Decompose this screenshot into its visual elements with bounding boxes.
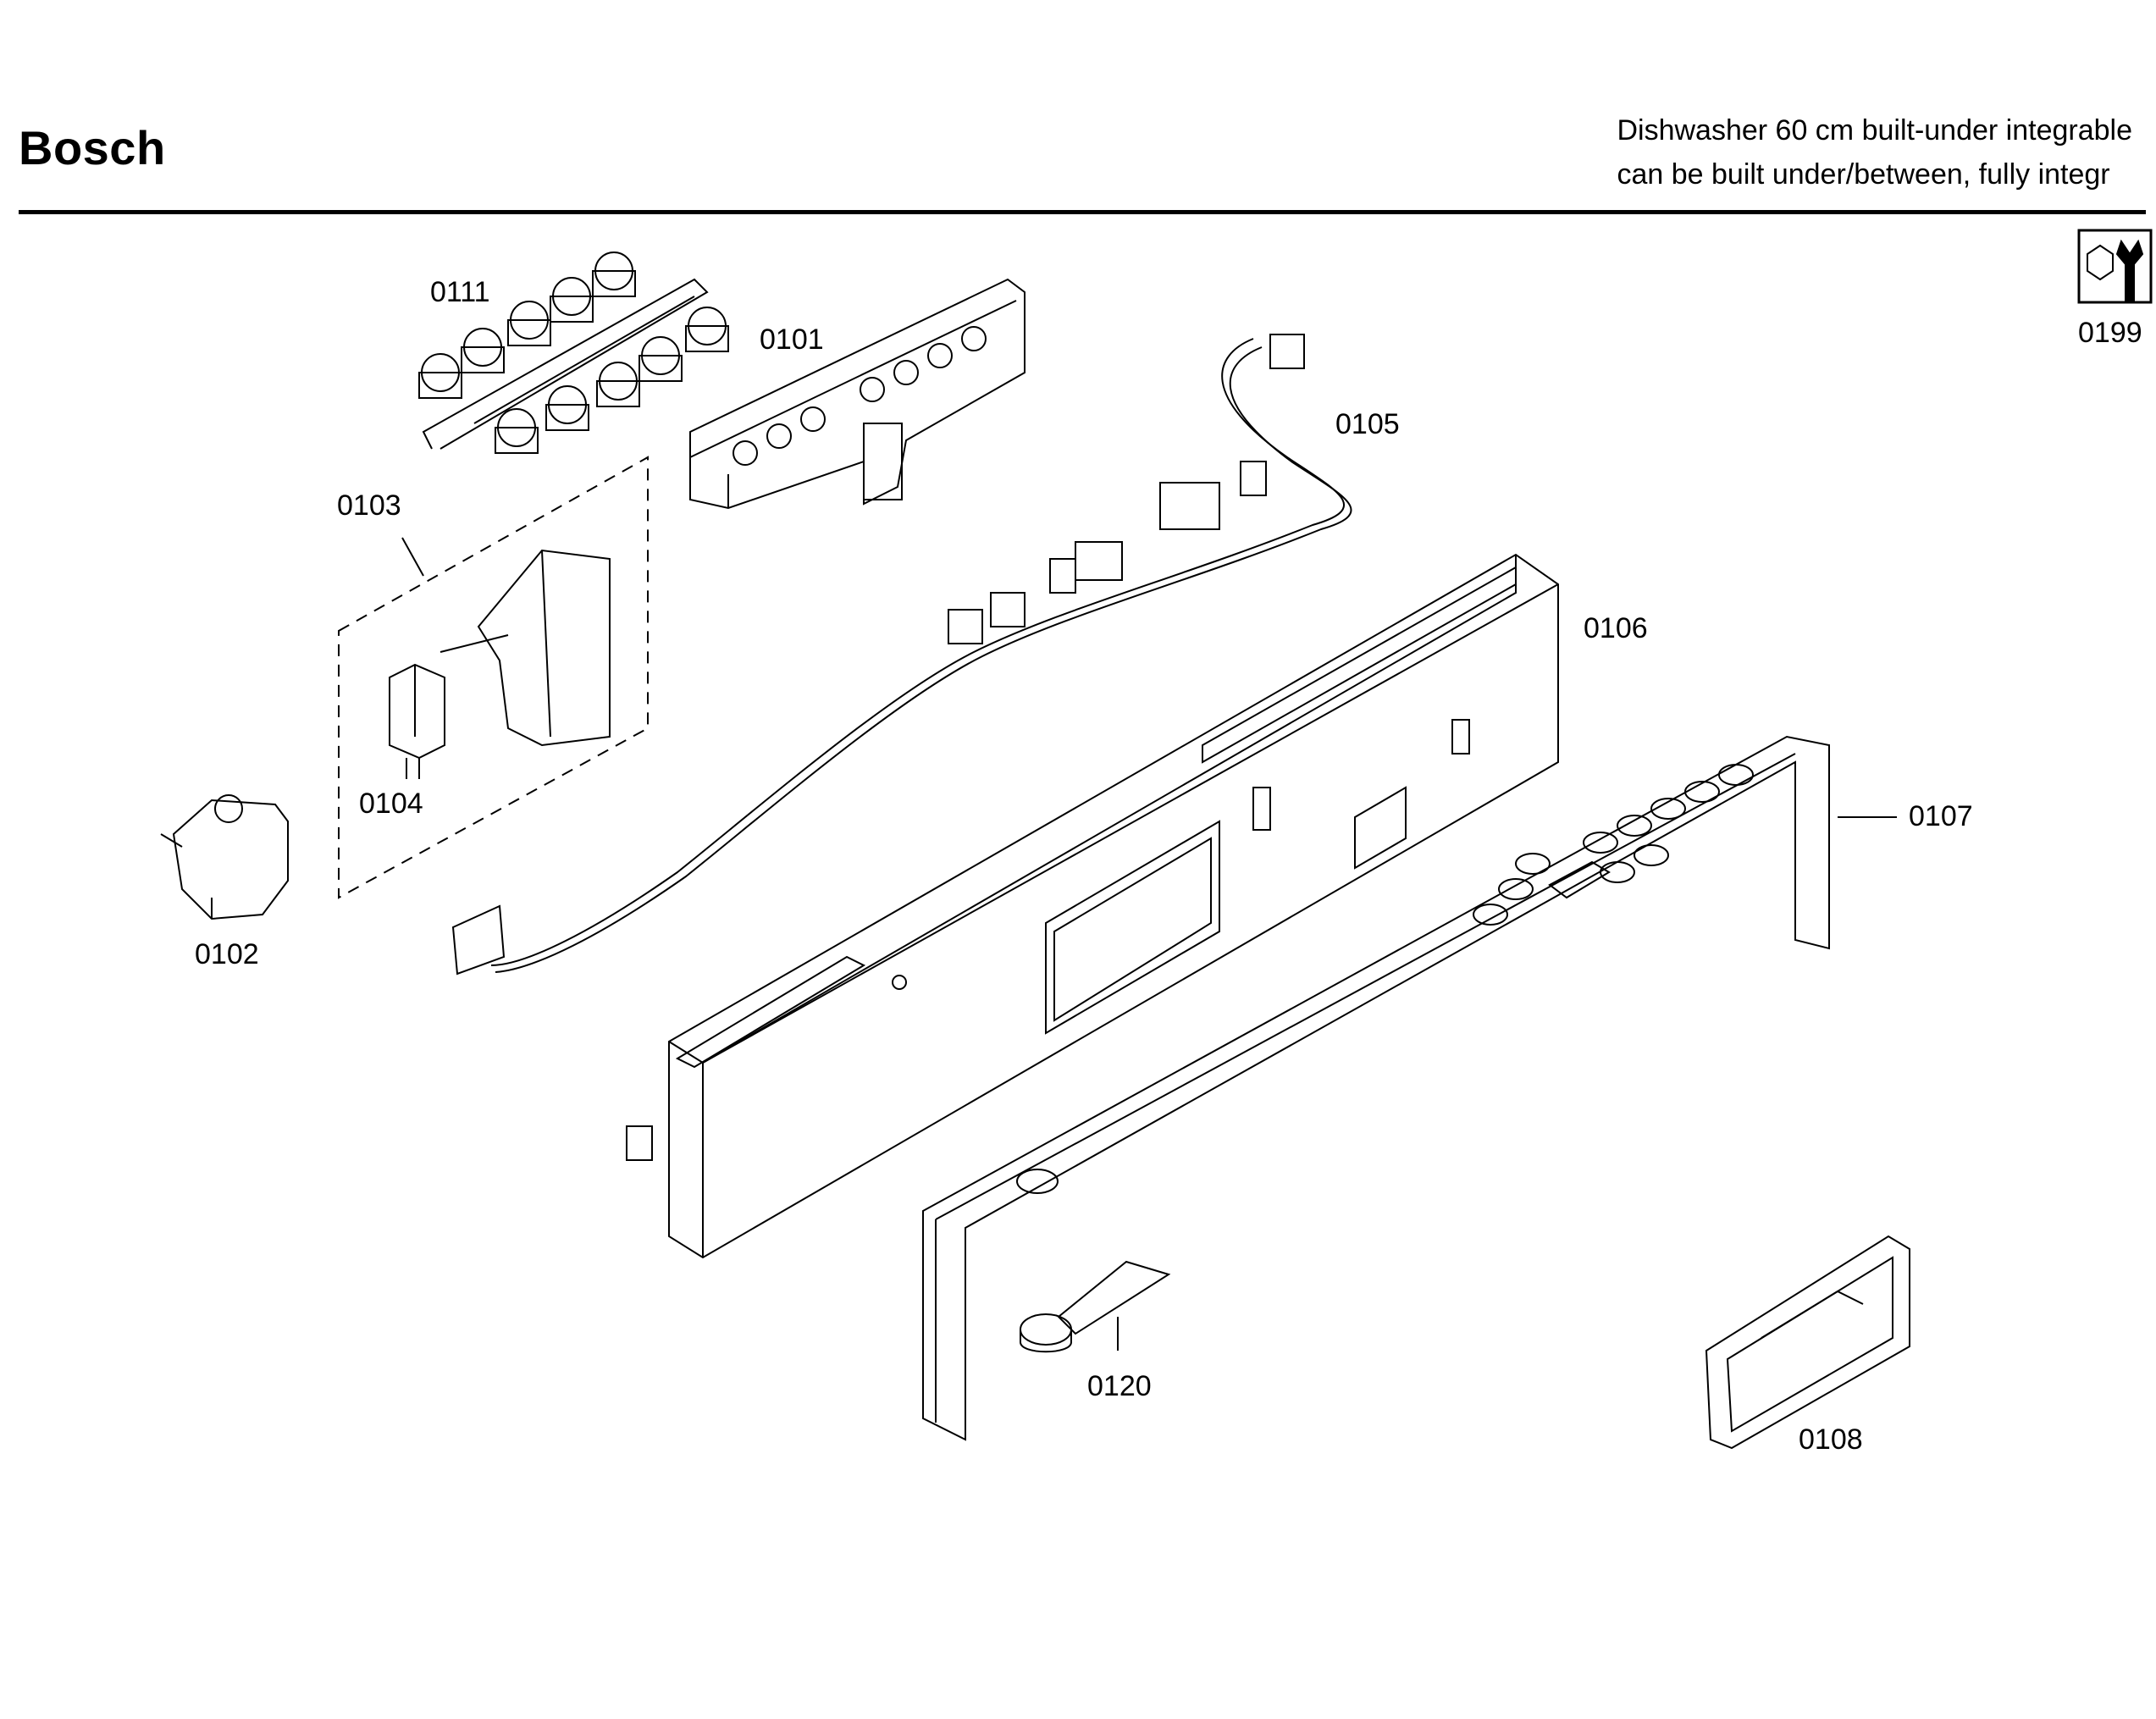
label-0108: 0108	[1799, 1423, 1863, 1456]
part-0105-wiring-harness[interactable]	[453, 334, 1352, 974]
label-0107: 0107	[1909, 800, 1973, 832]
label-0105: 0105	[1335, 408, 1400, 440]
part-0107-panel-trim[interactable]	[923, 737, 1897, 1440]
wrench-icon	[2079, 230, 2151, 302]
label-0103: 0103	[337, 489, 401, 522]
part-0108-handle[interactable]	[1706, 1236, 1910, 1448]
label-0101: 0101	[760, 323, 824, 356]
brand-title: Bosch	[19, 121, 166, 174]
part-0102-switch[interactable]	[161, 795, 288, 919]
label-0120: 0120	[1087, 1370, 1152, 1402]
part-0111-button-set[interactable]	[419, 252, 728, 453]
header-divider	[19, 210, 2146, 214]
part-0101-control-module[interactable]	[690, 279, 1025, 508]
description-line-2: can be built under/between, fully integr	[1617, 158, 2110, 191]
label-0104: 0104	[359, 788, 423, 820]
part-0106-control-panel-frame[interactable]	[627, 555, 1558, 1257]
part-0104-capacitor[interactable]	[390, 665, 445, 779]
description-line-1: Dishwasher 60 cm built-under integrable	[1617, 114, 2132, 146]
label-0111: 0111	[430, 276, 490, 308]
part-0103-assembly-group[interactable]	[339, 457, 648, 898]
label-0106: 0106	[1584, 612, 1648, 644]
part-0120-light-guide[interactable]	[1020, 1262, 1169, 1351]
label-0102: 0102	[195, 938, 259, 970]
label-0199: 0199	[2078, 317, 2142, 349]
model-description: Dishwasher 60 cm built-under integrable …	[1617, 108, 2132, 196]
